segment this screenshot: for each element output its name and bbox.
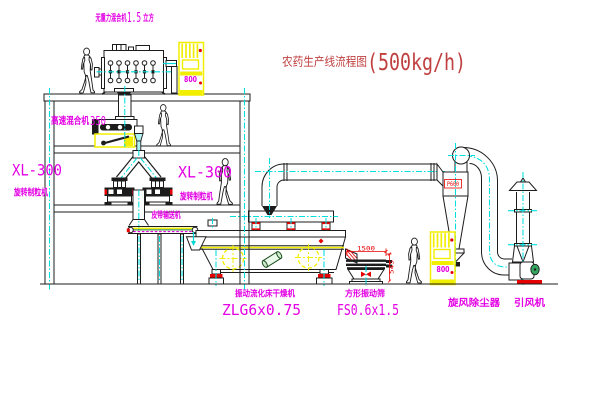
cabinet2-marks: 800 bbox=[437, 264, 450, 275]
conveyor-legs bbox=[137, 233, 184, 285]
label-granulator-right-name: 旋转制粒机 bbox=[179, 189, 213, 203]
label-fan: 引风机 bbox=[514, 294, 545, 309]
label-zero-gravity-mixer-size: 1.5 bbox=[127, 10, 141, 26]
label-dryer-model: ZLG6x0.75 bbox=[222, 301, 301, 319]
induced-draft-fan bbox=[508, 261, 542, 284]
label-zero-gravity-mixer-unit: 立方 bbox=[143, 10, 154, 24]
control-cabinet-roof bbox=[178, 41, 205, 96]
control-cabinet-ground bbox=[429, 231, 456, 286]
label-belt-conveyor: 皮带输送机 bbox=[151, 208, 181, 221]
roof-slab bbox=[43, 93, 251, 102]
dryer-sight-circles bbox=[219, 244, 322, 272]
label-granulator-left-model: XL-300 bbox=[12, 161, 62, 180]
building-walls bbox=[40, 88, 558, 290]
label-screen-name: 方形振动筛 bbox=[345, 287, 385, 300]
zero-gravity-mixer bbox=[94, 44, 178, 96]
cyclone-size-tag: P600 bbox=[447, 182, 459, 188]
mixer-top-filter bbox=[112, 44, 127, 51]
granulator-right bbox=[142, 177, 173, 206]
label-zero-gravity-mixer: 无重力混合机 bbox=[95, 10, 127, 24]
dryer-mounts bbox=[251, 218, 331, 234]
dryer-lid bbox=[195, 230, 346, 238]
label-granulator-right-model: XL-300 bbox=[178, 163, 232, 182]
label-granulator-left-name: 旋转制粒机 bbox=[13, 185, 48, 199]
floor3-slab bbox=[53, 204, 241, 213]
dryer-inlet-hopper bbox=[185, 236, 207, 251]
drawing-title: 农药生产线流程图 bbox=[282, 51, 367, 70]
discharge-chute bbox=[128, 189, 149, 231]
floor2-slab bbox=[53, 145, 241, 154]
dryer-rotor-detail bbox=[261, 251, 283, 268]
worker-roof bbox=[78, 47, 96, 94]
mixer-top-valve bbox=[135, 45, 150, 51]
granulator-left bbox=[104, 177, 135, 206]
fluid-bed-dryer bbox=[185, 210, 358, 286]
dryer-lid-mark bbox=[318, 238, 324, 244]
high-speed-mixer bbox=[92, 86, 144, 154]
screen-dimensions bbox=[345, 248, 392, 283]
vibrating-screen bbox=[345, 248, 392, 286]
label-screen-model: FS0.6x1.5 bbox=[337, 301, 399, 319]
screen-dim-length: 1500 bbox=[357, 246, 375, 253]
drawing-title-capacity: (500kg/h) bbox=[367, 50, 466, 76]
label-high-speed-mixer-size: 350 bbox=[90, 114, 106, 128]
worker-floor2 bbox=[156, 104, 172, 147]
fan-base bbox=[517, 280, 542, 284]
belt-conveyor bbox=[126, 226, 199, 285]
mixer-discharge bbox=[133, 133, 144, 142]
worker-ground bbox=[405, 237, 423, 284]
label-cyclone: 旋风除尘器 bbox=[447, 294, 501, 309]
labels: 农药生产线流程图 (500kg/h) 无重力混合机 1.5 立方 高速混合机 3… bbox=[12, 10, 545, 319]
exhaust-duct bbox=[255, 158, 446, 218]
label-high-speed-mixer: 高速混合机 bbox=[51, 112, 89, 127]
y-splitter bbox=[116, 150, 162, 183]
screen-dim-height: 545 bbox=[389, 260, 396, 274]
label-dryer-name: 振动流化床干燥机 bbox=[235, 287, 295, 300]
dryer-legs bbox=[208, 250, 333, 286]
cabinet1-marks: 800 bbox=[184, 74, 197, 85]
